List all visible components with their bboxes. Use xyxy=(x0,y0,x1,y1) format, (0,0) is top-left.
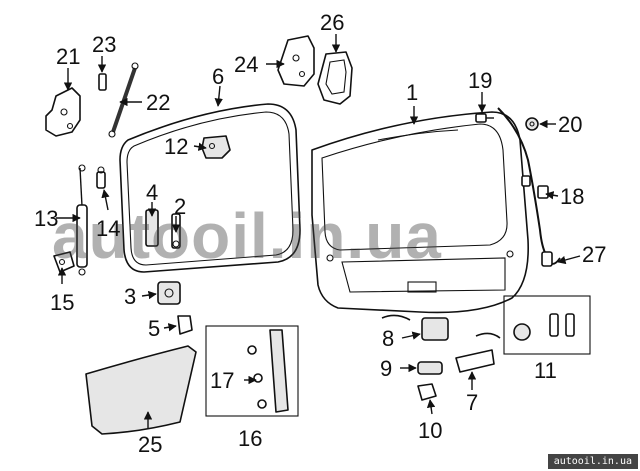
callout-6: 6 xyxy=(212,64,224,89)
callout-27: 27 xyxy=(582,242,606,267)
fastener-box xyxy=(205,325,299,417)
callout-17: 17 xyxy=(210,368,234,393)
handle-9 xyxy=(417,361,443,375)
bumper-5 xyxy=(177,315,193,335)
callout-23: 23 xyxy=(92,32,116,57)
cover-26 xyxy=(317,51,353,105)
nut-20 xyxy=(525,117,539,131)
lift-support-rod xyxy=(108,62,139,138)
hinge-bracket xyxy=(201,135,231,159)
callout-1: 1 xyxy=(406,80,418,105)
weatherstrip-seal xyxy=(119,103,301,273)
bracket-24 xyxy=(277,35,315,87)
latch-3 xyxy=(157,281,181,305)
pin-23 xyxy=(98,73,107,91)
callout-16: 16 xyxy=(238,426,262,451)
callout-4: 4 xyxy=(146,180,158,205)
connector-27 xyxy=(541,251,561,267)
trim-panel xyxy=(85,345,197,435)
callout-26: 26 xyxy=(320,10,344,35)
callout-21: 21 xyxy=(56,44,80,69)
callout-9: 9 xyxy=(380,356,392,381)
callout-14: 14 xyxy=(96,216,120,241)
bracket-10 xyxy=(417,383,437,401)
wiring-harness xyxy=(497,107,549,259)
callout-20: 20 xyxy=(558,112,582,137)
bolt-19 xyxy=(475,113,494,123)
strut-bracket xyxy=(53,251,75,273)
lock-key-set xyxy=(503,295,591,355)
callout-3: 3 xyxy=(124,284,136,309)
callout-7: 7 xyxy=(466,390,478,415)
callout-22: 22 xyxy=(146,90,170,115)
callout-10: 10 xyxy=(418,418,442,443)
callout-13: 13 xyxy=(34,206,58,231)
strut-ball-stud xyxy=(96,166,106,189)
source-badge: autooil.in.ua xyxy=(547,454,638,469)
callout-8: 8 xyxy=(382,326,394,351)
callout-2: 2 xyxy=(174,194,186,219)
hinge-21 xyxy=(45,87,81,137)
callout-11: 11 xyxy=(534,358,557,383)
callout-19: 19 xyxy=(468,68,492,93)
leader-lines xyxy=(56,34,581,428)
callout-18: 18 xyxy=(560,184,584,209)
callout-15: 15 xyxy=(50,290,74,315)
callout-12: 12 xyxy=(164,134,188,159)
callout-5: 5 xyxy=(148,316,160,341)
light-assembly xyxy=(455,332,501,373)
watermark-text: autooil.in.ua xyxy=(52,200,442,272)
callout-24: 24 xyxy=(234,52,258,77)
liftgate-panel xyxy=(311,111,529,314)
callout-25: 25 xyxy=(138,432,162,457)
lock-actuator xyxy=(381,314,449,341)
callout-labels: 1 2 3 4 5 6 7 8 9 10 11 12 13 14 15 16 1… xyxy=(34,10,606,457)
